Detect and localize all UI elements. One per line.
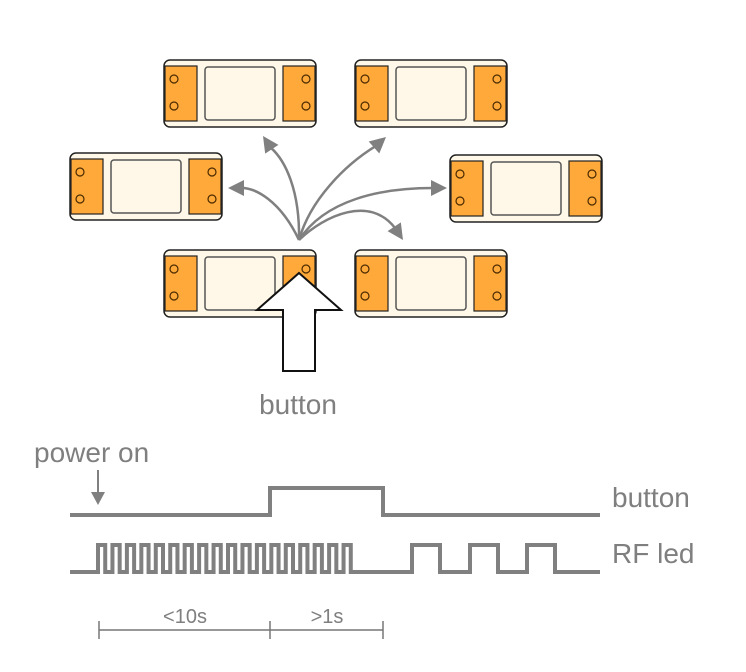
arrowhead-icon (228, 180, 244, 196)
device-center-panel (395, 66, 467, 121)
button-signal-trace (70, 486, 600, 517)
screw-icon (169, 101, 179, 111)
terminal-block-right (188, 158, 222, 215)
screw-icon (360, 291, 370, 301)
broadcast-arrow-to-middle-left (241, 186, 301, 241)
screw-icon (360, 264, 370, 274)
terminal-block-left (164, 65, 198, 122)
screw-icon (169, 74, 179, 84)
interval-label-2: >1s (311, 606, 344, 628)
button-pointer-label: button (259, 389, 337, 420)
power-on-label: power on (34, 437, 149, 468)
arrowhead-icon (431, 180, 447, 196)
terminal-block-right (568, 160, 602, 217)
device-middle-right (449, 154, 603, 223)
screw-icon (492, 291, 502, 301)
screw-icon (207, 167, 217, 177)
screw-icon (169, 264, 179, 274)
screw-icon (75, 194, 85, 204)
screw-icon (492, 101, 502, 111)
terminal-block-right (282, 65, 316, 122)
screw-icon (587, 169, 597, 179)
screw-icon (75, 167, 85, 177)
device-middle-left (69, 152, 223, 221)
terminal-block-left (70, 158, 104, 215)
broadcast-arrow-to-top-right (297, 145, 377, 241)
screw-icon (169, 291, 179, 301)
arrowhead-icon (387, 222, 403, 240)
device-center-panel (204, 256, 276, 311)
device-center-panel (110, 159, 182, 214)
button-pointer-arrow-icon (254, 271, 344, 372)
device-center-panel (395, 256, 467, 311)
screw-icon (587, 196, 597, 206)
button-signal-label: button (612, 482, 690, 513)
device-top-left (163, 59, 317, 128)
terminal-block-left (450, 160, 484, 217)
device-bottom-right (354, 249, 508, 318)
broadcast-arrow-to-bottom-right (298, 209, 397, 241)
broadcast-arrow-to-top-left (269, 146, 301, 241)
terminal-block-right (473, 255, 507, 312)
devices-group (69, 59, 603, 318)
terminal-block-right (473, 65, 507, 122)
screw-icon (360, 101, 370, 111)
screw-icon (455, 169, 465, 179)
screw-icon (492, 264, 502, 274)
rf-led-signal-trace (70, 543, 600, 574)
terminal-block-left (355, 255, 389, 312)
screw-icon (301, 101, 311, 111)
screw-icon (207, 194, 217, 204)
terminal-block-left (355, 65, 389, 122)
screw-icon (301, 74, 311, 84)
rf-led-signal-label: RF led (612, 538, 694, 569)
interval-label-1: <10s (163, 606, 207, 628)
arrowhead-icon (263, 136, 279, 154)
broadcast-arrow-to-middle-right (297, 186, 434, 241)
broadcast-arrows (228, 136, 447, 241)
arrowhead-icon (368, 137, 386, 154)
screw-icon (455, 196, 465, 206)
device-center-panel (204, 66, 276, 121)
device-center-panel (490, 161, 562, 216)
device-top-right (354, 59, 508, 128)
screw-icon (301, 264, 311, 274)
screw-icon (492, 74, 502, 84)
power-on-arrow-head-icon (91, 492, 105, 505)
screw-icon (360, 74, 370, 84)
time-scale: <10s >1s (98, 606, 384, 639)
terminal-block-left (164, 255, 198, 312)
